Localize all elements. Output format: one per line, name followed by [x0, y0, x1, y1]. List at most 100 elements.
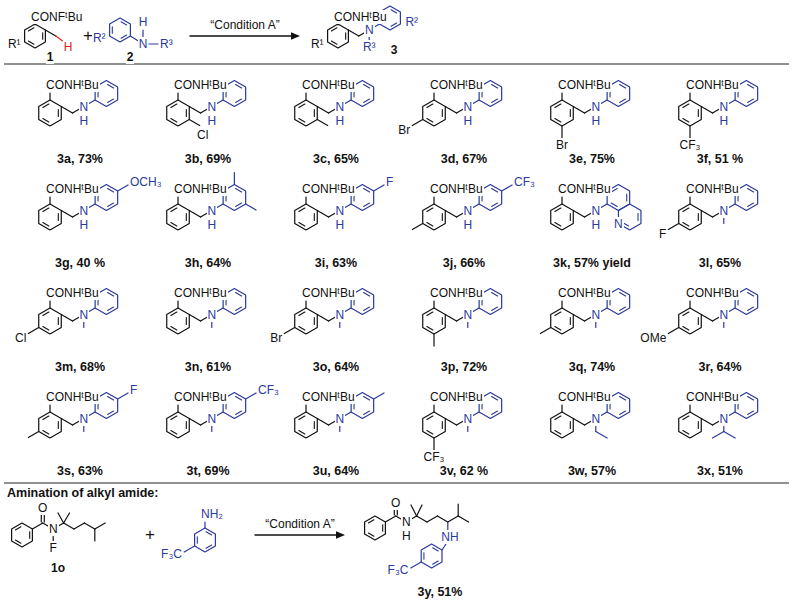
bond-line: [427, 312, 433, 315]
bond-line: [611, 203, 617, 206]
compound-number: 1o: [50, 561, 66, 575]
bond-line: [433, 197, 434, 204]
bond-line: [412, 224, 422, 230]
bond-line: [573, 211, 584, 218]
bond-line: [64, 523, 74, 529]
bond-line: [236, 411, 242, 414]
substituent-label: Cl: [14, 331, 27, 345]
bond-line: [34, 24, 35, 25]
bond-line: [43, 222, 49, 225]
atom-label: H: [79, 114, 90, 128]
bond-line: [58, 513, 64, 523]
amide-label: CONHᵗBu: [45, 78, 100, 92]
bond-line: [339, 426, 340, 432]
bond-line: [492, 411, 498, 414]
bond-line: [492, 189, 498, 192]
bond-line: [364, 189, 370, 192]
benzene-ring: [110, 18, 131, 42]
bond-line: [427, 208, 433, 211]
bond-line: [94, 529, 95, 541]
atom-label: H: [207, 114, 218, 128]
compound-label: 3f, 51 %: [696, 152, 745, 166]
bond-line: [427, 416, 433, 419]
benzene-ring: [295, 412, 318, 438]
bond-line: [121, 22, 127, 25]
bond-line: [171, 430, 177, 433]
bond-line: [713, 432, 724, 439]
bond-line: [729, 412, 735, 416]
bond-line: [58, 422, 59, 429]
bond-line: [236, 293, 242, 296]
bond-line: [448, 516, 458, 522]
substituent-label: Br: [555, 138, 569, 152]
bond-line: [314, 214, 315, 221]
bond-line: [683, 312, 689, 315]
bond-line: [668, 328, 678, 334]
bond-line: [595, 322, 596, 328]
benzene-ring: [679, 204, 702, 230]
bond-line: [236, 99, 242, 102]
amide-label: CONHᵗBu: [173, 286, 228, 300]
bond-line: [43, 430, 49, 433]
bond-line: [368, 533, 374, 536]
atom-label: N: [48, 522, 59, 536]
bond-line: [492, 85, 498, 88]
bond-line: [540, 328, 550, 334]
bond-line: [620, 307, 626, 310]
bond-line: [445, 211, 456, 218]
compound-label: 3x, 51%: [696, 464, 744, 478]
bond-line: [211, 322, 212, 328]
atom-label: O: [390, 496, 401, 510]
bond-line: [305, 93, 306, 100]
bond-line: [570, 214, 571, 221]
bond-line: [492, 397, 498, 400]
bond-line: [89, 412, 95, 416]
bond-line: [189, 120, 199, 126]
bond-line: [689, 197, 690, 204]
bond-line: [467, 426, 468, 432]
atom-label: N: [79, 100, 90, 114]
bond-line: [427, 430, 433, 433]
reaction-arrow-head: [291, 32, 300, 40]
bond-line: [58, 110, 59, 117]
amide-label: CONHᵗBu: [45, 286, 100, 300]
atom-label: H: [463, 218, 474, 232]
bond-line: [723, 322, 724, 328]
atom-label: N: [719, 100, 730, 114]
bond-line: [305, 301, 306, 308]
bond-line: [427, 326, 433, 329]
bond-line: [689, 405, 690, 412]
atom-label: H: [335, 218, 346, 232]
bond-line: [121, 35, 127, 38]
benzene-ring: [679, 100, 702, 126]
atom-label: N: [207, 100, 218, 114]
bond-line: [595, 426, 596, 432]
benzene-ring: [423, 100, 446, 126]
bond-line: [83, 426, 84, 432]
atom-label: N: [207, 412, 218, 426]
bond-line: [177, 93, 178, 100]
bond-line: [206, 532, 212, 535]
bond-line: [701, 315, 712, 322]
bond-line: [748, 85, 754, 88]
atom-label: N: [613, 217, 624, 231]
bond-line: [177, 405, 178, 412]
benzene-ring: [679, 308, 702, 334]
bond-line: [391, 23, 397, 26]
bond-line: [345, 33, 346, 39]
amide-label: CONFᵗBu: [30, 10, 83, 24]
bond-line: [299, 416, 305, 419]
benzene-ring: [39, 100, 62, 126]
bond-line: [299, 430, 305, 433]
benzene-ring: [551, 204, 574, 230]
bond-line: [189, 211, 200, 218]
bond-line: [748, 293, 754, 296]
divider-line: [4, 64, 789, 65]
bond-line: [364, 307, 370, 310]
substituent-label: R²: [404, 15, 419, 29]
bond-line: [246, 204, 256, 210]
bond-line: [683, 208, 689, 211]
bond-line: [61, 211, 72, 218]
amide-label: CONHᵗBu: [685, 286, 740, 300]
benzene-ring: [39, 308, 62, 334]
